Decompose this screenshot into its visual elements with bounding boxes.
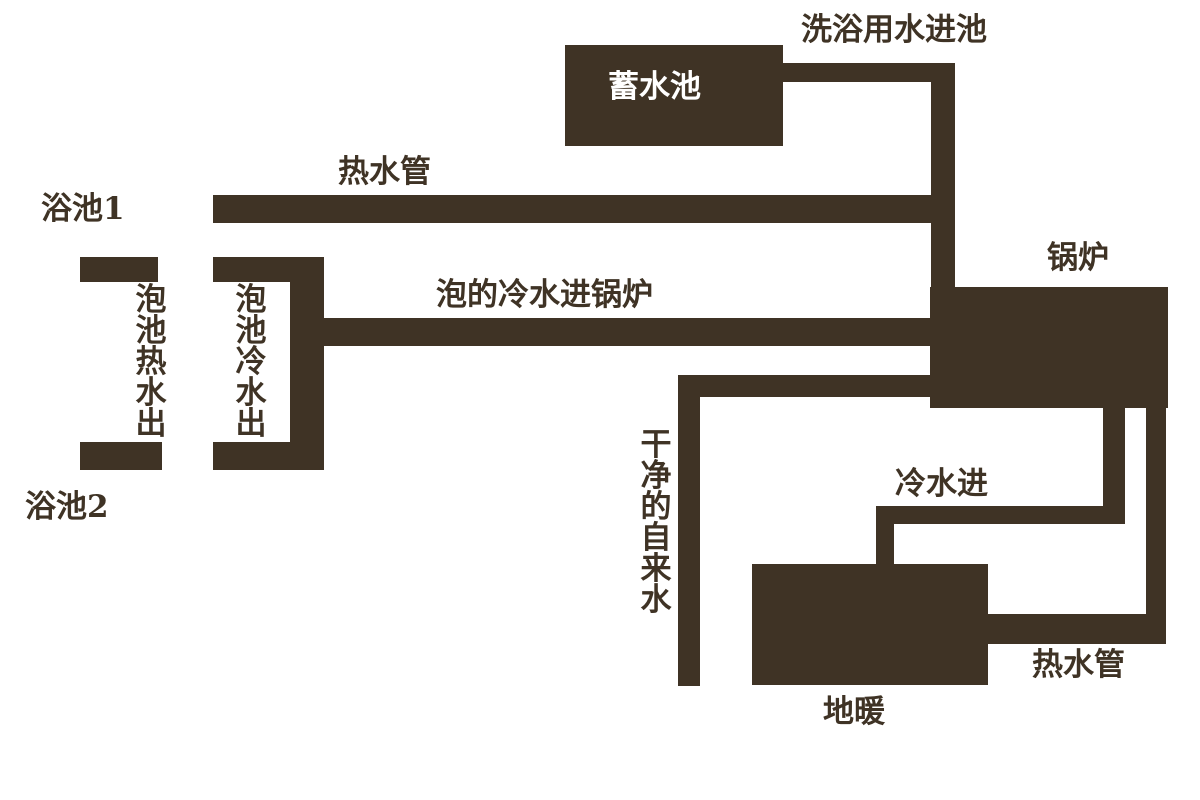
tap-water-vertical-pipe: [678, 375, 700, 686]
hot-outlet-top-stub: [80, 257, 158, 282]
cold-outlet-riser: [290, 257, 324, 470]
boiler-box: [930, 287, 1168, 408]
bath-water-in-label: 洗浴用水进池: [801, 12, 987, 48]
cold-in-vertical-pipe: [1103, 406, 1125, 524]
reservoir-box: [565, 45, 783, 146]
bath-1-label: 浴池1: [41, 191, 125, 227]
cold-to-boiler-label: 泡的冷水进锅炉: [436, 277, 653, 313]
hot-return-vertical-pipe: [1146, 406, 1166, 644]
hot-outlet-bottom-stub: [80, 442, 162, 470]
hot-return-horizontal-pipe: [987, 614, 1166, 644]
cold-in-drop-pipe: [876, 506, 894, 566]
tap-water-horizontal-pipe: [678, 375, 930, 397]
floor-heating-box: [752, 564, 988, 685]
hot-water-pipe-top: [213, 195, 955, 223]
hot-outlet-label: 泡池热水出: [135, 282, 167, 442]
cold-in-label: 冷水进: [895, 466, 988, 502]
reservoir-label: 蓄水池: [608, 69, 701, 105]
reservoir-outlet-pipe: [783, 63, 955, 82]
hot-water-pipe-top-label: 热水管: [338, 154, 431, 190]
boiler-label: 锅炉: [1047, 240, 1109, 276]
cold-to-boiler-pipe: [324, 318, 931, 346]
cold-in-horizontal-pipe: [876, 506, 1125, 524]
clean-tap-water-label: 干净的自来水: [640, 427, 672, 618]
bath-water-vertical-pipe: [931, 63, 955, 287]
cold-outlet-bottom-bar: [213, 442, 324, 470]
cold-outlet-label: 泡池冷水出: [235, 282, 267, 442]
bath-2-label: 浴池2: [25, 489, 109, 525]
floor-heating-label: 地暖: [823, 694, 885, 730]
hot-water-pipe-bottom-label: 热水管: [1032, 647, 1125, 683]
